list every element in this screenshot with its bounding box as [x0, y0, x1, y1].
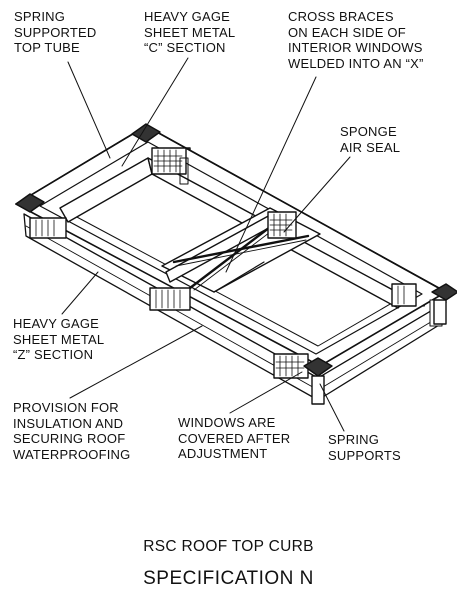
- callout-windows-covered: WINDOWS ARE COVERED AFTER ADJUSTMENT: [178, 415, 291, 461]
- curb-interior-visible: [60, 148, 416, 308]
- callout-sponge-air-seal: SPONGE AIR SEAL: [340, 124, 401, 155]
- diagram-title: SPECIFICATION N: [143, 568, 314, 589]
- callout-c-section: HEAVY GAGE SHEET METAL “C” SECTION: [144, 9, 236, 55]
- diagram-subtitle: RSC ROOF TOP CURB: [143, 538, 314, 555]
- callout-provision-insulation: PROVISION FOR INSULATION AND SECURING RO…: [13, 400, 131, 462]
- callout-spring-supports: SPRING SUPPORTS: [328, 432, 401, 463]
- callout-spring-supported-top-tube: SPRING SUPPORTED TOP TUBE: [14, 9, 97, 55]
- front-wall: [24, 214, 446, 400]
- callout-z-section: HEAVY GAGE SHEET METAL “Z” SECTION: [13, 316, 105, 362]
- leader-lines: [62, 58, 350, 431]
- callout-cross-braces: CROSS BRACES ON EACH SIDE OF INTERIOR WI…: [288, 9, 424, 71]
